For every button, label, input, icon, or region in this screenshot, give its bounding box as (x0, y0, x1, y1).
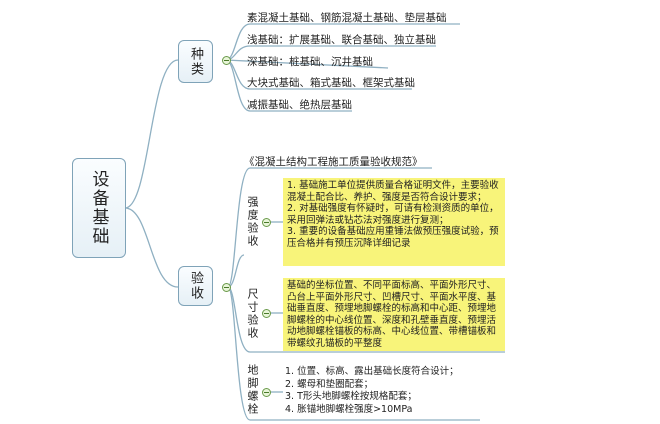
dimension-label: 尺寸验收 (246, 288, 259, 340)
dimension-note: 基础的坐标位置、不同平面标高、平面外形尺寸、凸台上平面外形尺寸、凹槽尺寸、平面水… (283, 278, 505, 351)
collapse-icon[interactable] (262, 309, 271, 318)
acceptance-node[interactable]: 验收 (178, 266, 213, 306)
acceptance-label: 验收 (188, 271, 203, 301)
list-item: 1. 位置、标高、露出基础长度符合设计； (285, 366, 459, 377)
types-node[interactable]: 种类 (178, 40, 213, 83)
anchor-bolts-list: 1. 位置、标高、露出基础长度符合设计； 2. 螺母和垫圈配套； 3. T形头地… (285, 366, 485, 416)
collapse-icon[interactable] (222, 283, 231, 292)
strength-note: 1. 基础施工单位提供质量合格证明文件，主要验收混凝土配合比、养护、强度是否符合… (283, 178, 505, 266)
type-item: 浅基础：扩展基础、联合基础、独立基础 (247, 34, 436, 46)
list-item: 2. 螺母和垫圈配套； (285, 378, 374, 390)
type-item: 减振基础、绝热层基础 (247, 99, 352, 111)
type-item: 素混凝土基础、钢筋混凝土基础、垫层基础 (247, 12, 447, 24)
collapse-icon[interactable] (222, 56, 231, 65)
note-line: 2. 对基础强度有怀疑时，可请有检测资质的单位，采用回弹法或钻芯法对强度进行复测… (287, 203, 499, 226)
types-label: 种类 (188, 46, 203, 77)
root-label: 设备基础 (88, 170, 109, 246)
anchor-bolts-label: 地脚螺栓 (246, 364, 259, 416)
collapse-icon[interactable] (262, 218, 271, 227)
type-item: 大块式基础、箱式基础、框架式基础 (247, 77, 415, 89)
standard-reference: 《混凝土结构工程施工质量验收规范》 (244, 156, 423, 168)
note-line: 1. 基础施工单位提供质量合格证明文件，主要验收混凝土配合比、养护、强度是否符合… (287, 180, 499, 203)
list-item: 4. 胀锚地脚螺栓强度>10MPa (285, 403, 413, 415)
list-item: 3. T形头地脚螺栓按规格配套； (285, 391, 417, 402)
root-node[interactable]: 设备基础 (72, 158, 126, 258)
note-text: 基础的坐标位置、不同平面标高、平面外形尺寸、凸台上平面外形尺寸、凹槽尺寸、平面水… (287, 280, 497, 349)
strength-label: 强度验收 (246, 196, 259, 248)
collapse-icon[interactable] (262, 388, 271, 397)
note-line: 3. 重要的设备基础应用重锤法做预压强度试验，预压合格并有预压沉降详细记录 (287, 226, 499, 249)
type-item: 深基础：桩基础、沉井基础 (247, 56, 373, 68)
